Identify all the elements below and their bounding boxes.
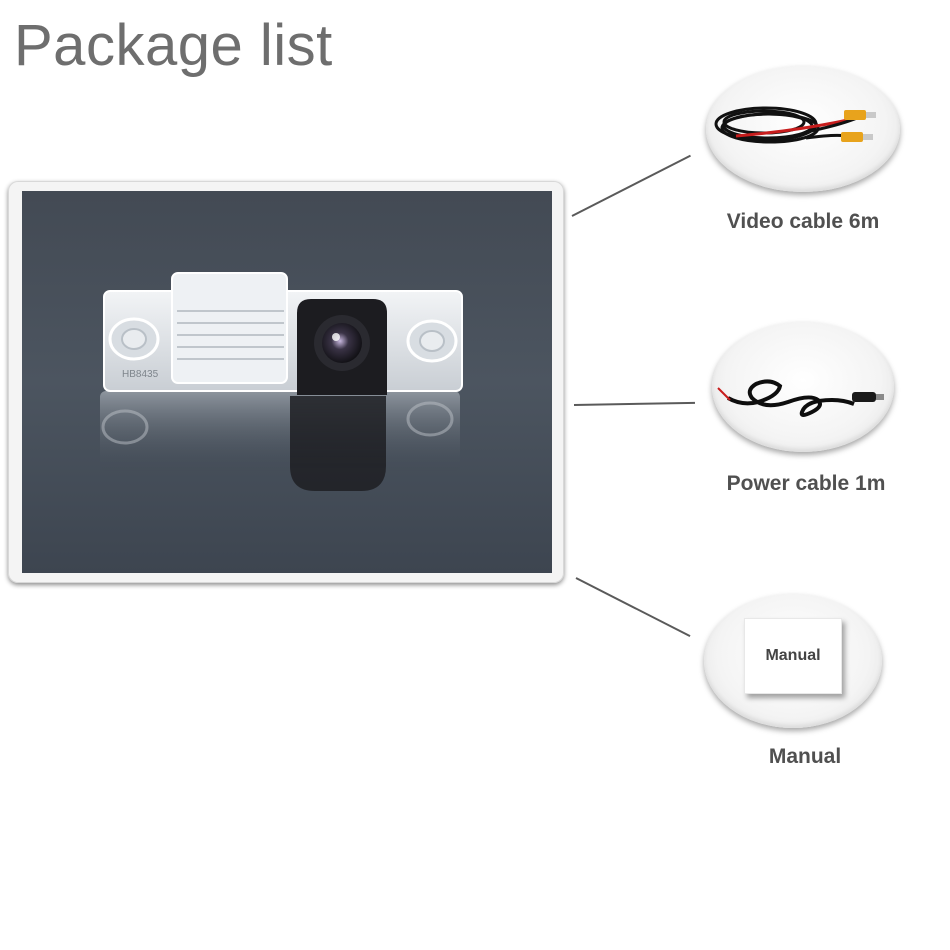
camera-marking: HB8435 xyxy=(122,369,159,380)
power-cable-oval xyxy=(712,322,894,452)
video-cable-caption: Video cable 6m xyxy=(726,210,880,233)
power-cable-caption: Power cable 1m xyxy=(726,472,886,495)
page-title: Package list xyxy=(14,13,333,78)
video-cable-oval xyxy=(706,66,900,192)
manual-caption: Manual xyxy=(768,745,842,768)
connector-line xyxy=(575,577,691,638)
connector-line xyxy=(571,154,691,217)
manual-icon: Manual xyxy=(744,618,842,694)
camera-image: HB8435 xyxy=(100,272,463,491)
video-cable-icon xyxy=(714,106,876,144)
product-photo-frame: HB8435 xyxy=(8,181,564,583)
camera-photo: HB8435 xyxy=(22,191,552,573)
power-cable-icon xyxy=(717,379,884,417)
connector-line xyxy=(573,401,695,406)
manual-oval: Manual xyxy=(704,594,882,728)
